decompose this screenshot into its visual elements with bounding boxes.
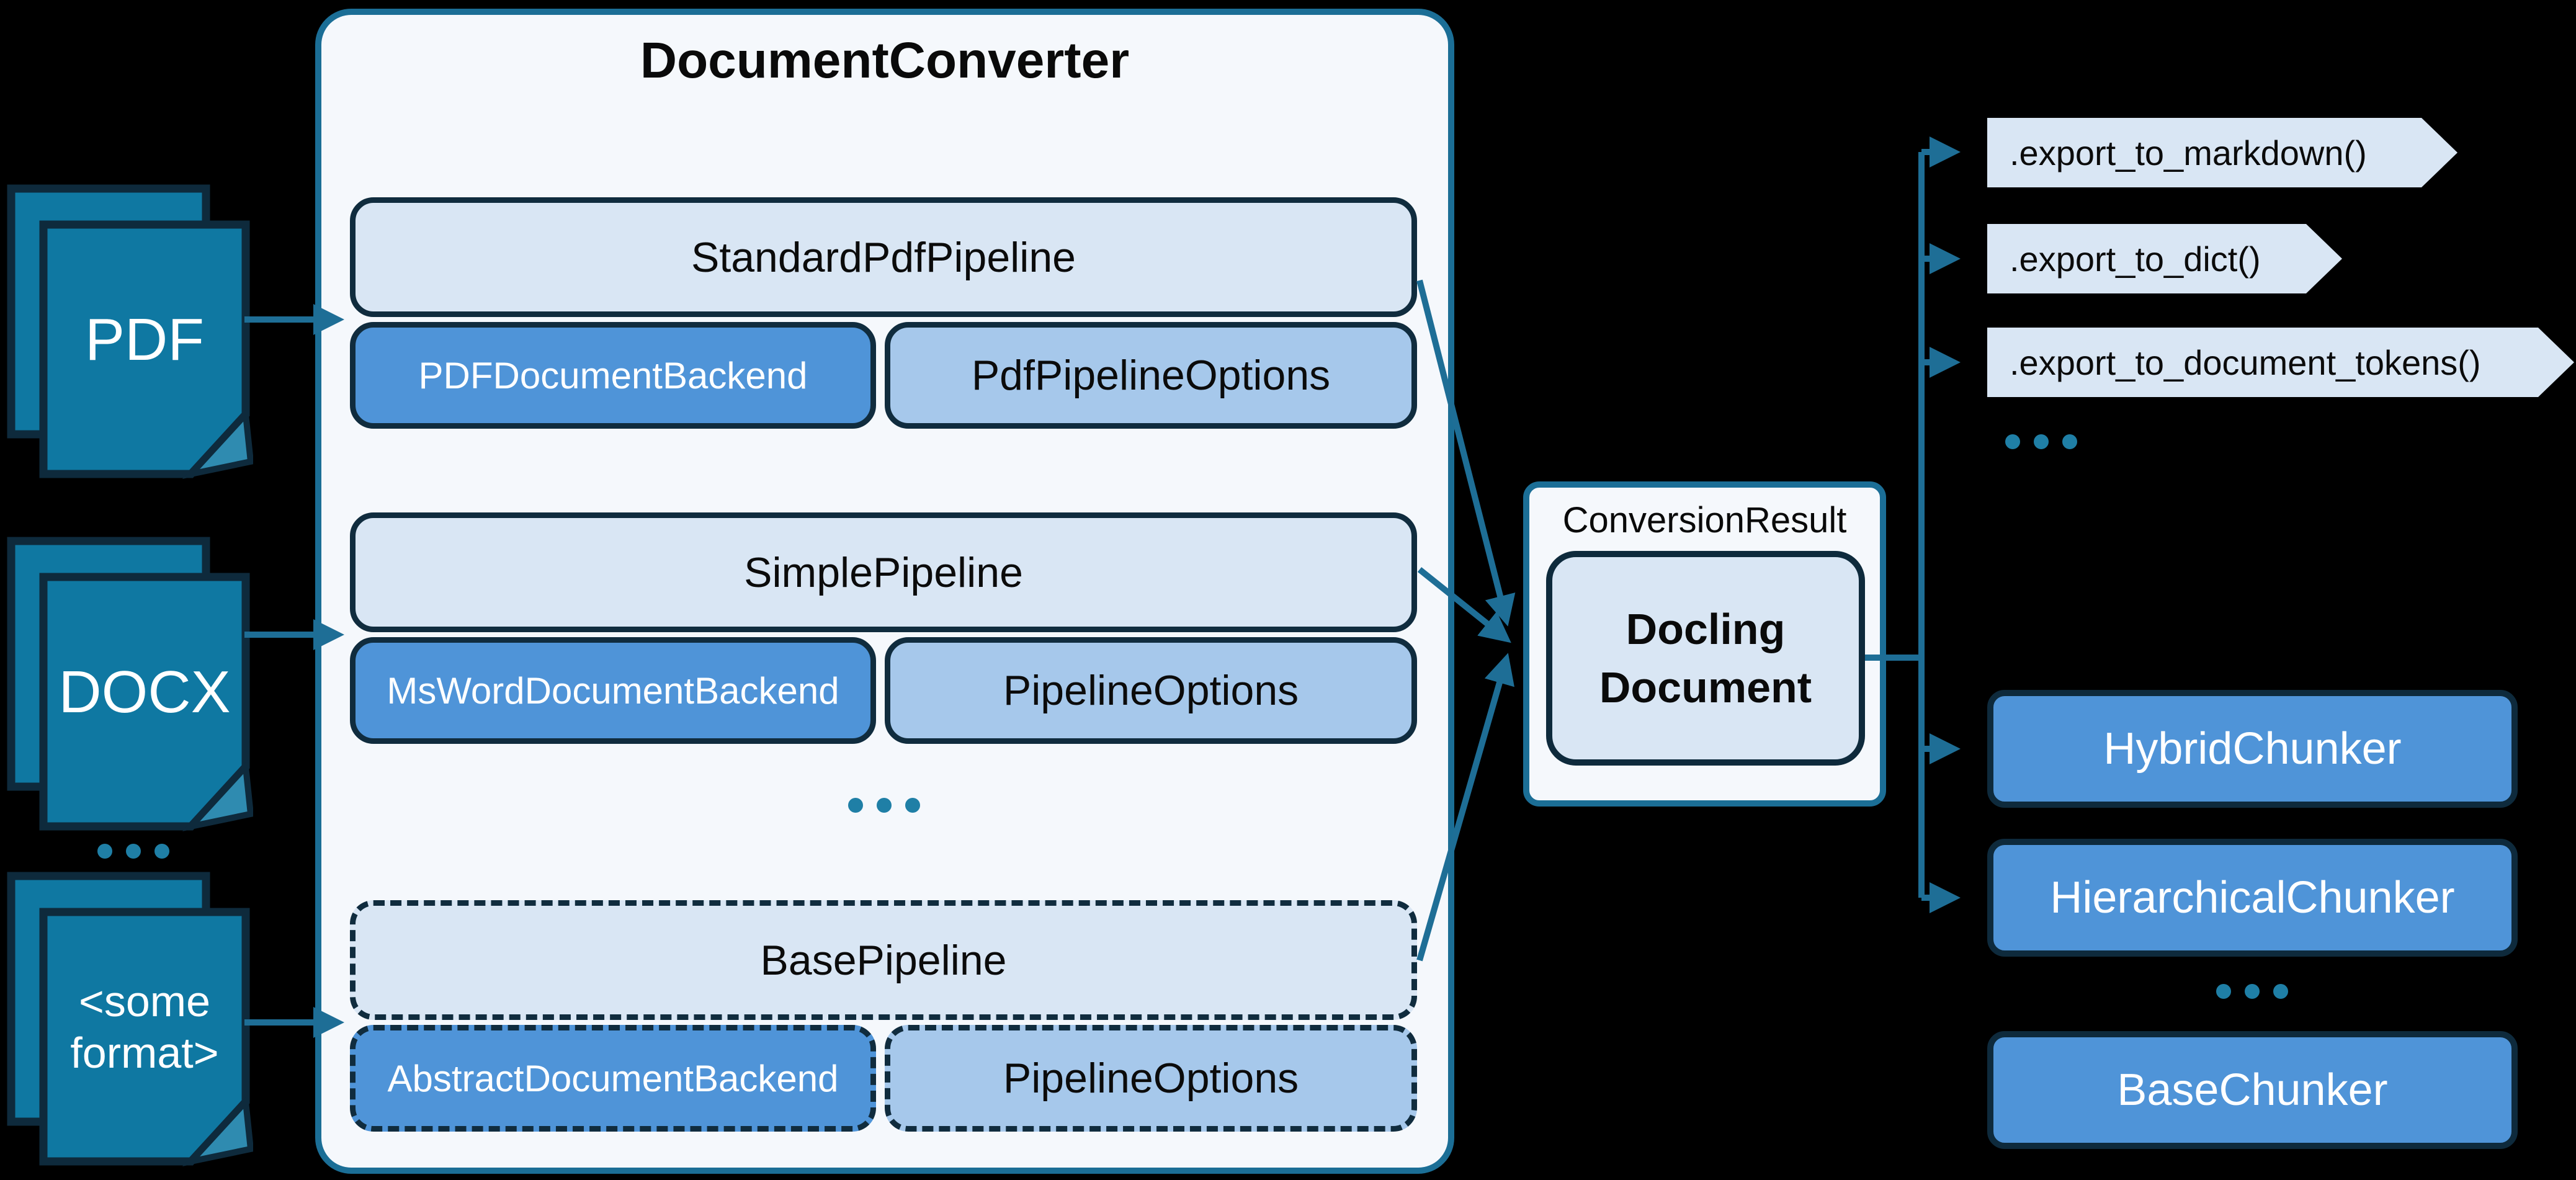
source-pdf-label: PDF xyxy=(85,306,204,373)
msword-document-backend-box: MsWordDocumentBackend xyxy=(350,637,876,744)
source-some-format-label: <some format> xyxy=(70,977,219,1077)
converter-ellipsis xyxy=(825,798,943,813)
standard-pdf-pipeline-box: StandardPdfPipeline xyxy=(350,197,1417,317)
simple-pipeline-box: SimplePipeline xyxy=(350,512,1417,632)
document-converter-title: DocumentConverter xyxy=(640,32,1130,89)
pipeline-options-box: PipelineOptions xyxy=(885,637,1417,744)
pdf-document-backend-box: PDFDocumentBackend xyxy=(350,322,876,429)
base-pipeline-box: BasePipeline xyxy=(350,900,1417,1020)
chunkers-ellipsis xyxy=(2193,984,2311,999)
sources-ellipsis xyxy=(74,844,192,859)
document-stack-icon xyxy=(7,184,253,480)
export-to-markdown-pennant: .export_to_markdown() xyxy=(1987,118,2457,187)
document-stack-icon xyxy=(7,537,253,832)
source-pdf: PDF xyxy=(5,184,253,481)
pdf-pipeline-options-box: PdfPipelineOptions xyxy=(885,322,1417,429)
hybrid-chunker-box: HybridChunker xyxy=(1987,690,2518,808)
export-to-document-tokens-pennant: .export_to_document_tokens() xyxy=(1987,328,2574,397)
abstract-document-backend-box: AbstractDocumentBackend xyxy=(350,1025,876,1132)
hierarchical-chunker-box: HierarchicalChunker xyxy=(1987,839,2518,957)
source-docx: DOCX xyxy=(5,536,253,834)
export-to-dict-pennant: .export_to_dict() xyxy=(1987,224,2342,293)
exports-ellipsis xyxy=(1988,434,2094,449)
docling-document-box: Docling Document xyxy=(1546,551,1865,766)
base-chunker-box: BaseChunker xyxy=(1987,1031,2518,1149)
document-stack-icon xyxy=(7,872,253,1167)
source-some-format: <some format> xyxy=(5,871,253,1169)
source-docx-label: DOCX xyxy=(58,659,231,726)
base-pipeline-options-box: PipelineOptions xyxy=(885,1025,1417,1132)
conversion-result-label: ConversionResult xyxy=(1562,499,1847,540)
